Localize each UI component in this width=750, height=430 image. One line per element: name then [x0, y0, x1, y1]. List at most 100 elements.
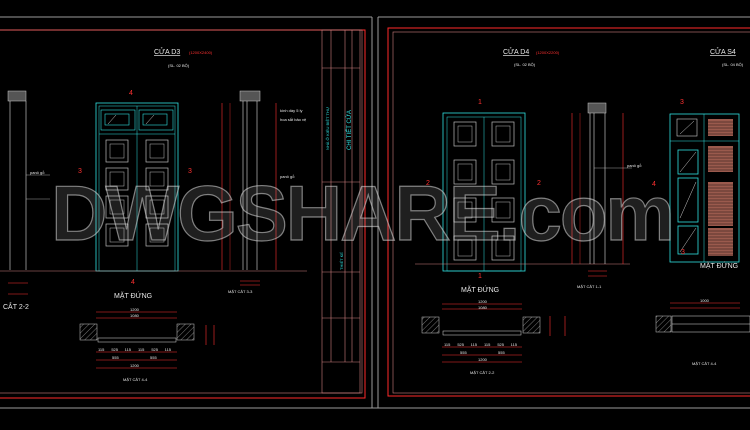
section-2-2-label: CẮT 2-2 [3, 302, 29, 311]
d3-note-glass: kính dày 5 ly [280, 108, 302, 113]
plan-22-dim-total: 1200 [478, 357, 488, 362]
window-s4-louvers [708, 119, 733, 256]
door-panel [105, 167, 129, 191]
door-panel-inner [495, 125, 511, 143]
door-d3-panels [105, 139, 169, 247]
d3-marker-bottom: 4 [131, 279, 135, 286]
door-panel [453, 197, 477, 223]
door-panel [105, 195, 129, 219]
plan-44-dim-half-1: 555 [112, 355, 119, 360]
dimension-value: 115 [98, 347, 105, 352]
section-4-4-label: MẶT CẮT 4-4 [123, 377, 148, 382]
door-d4-title: CỬA D4 [503, 47, 529, 56]
d3-marker-left: 3 [78, 168, 82, 175]
door-panel-inner [495, 163, 511, 181]
s4-marker-left: 4 [652, 181, 656, 188]
s4-marker-bottom: 3 [681, 249, 685, 256]
door-panel-inner [109, 199, 125, 215]
plan-22-dim-inner: 1080 [478, 305, 488, 310]
door-panel [453, 159, 477, 185]
door-d3-quantity: (SL. 02 BỘ) [168, 63, 190, 68]
dimension-value: 115 [471, 342, 478, 347]
door-panel [453, 121, 477, 147]
door-panel-inner [457, 239, 473, 257]
plan-2-2-drawing [421, 303, 566, 363]
door-panel [491, 197, 515, 223]
dimension-value: 115 [511, 342, 518, 347]
dimension-value: 115 [138, 347, 145, 352]
title-block [321, 29, 361, 394]
door-panel [453, 235, 477, 261]
plan-4-4-drawing [79, 311, 215, 369]
watermark-logo: DWGSHARE.com [51, 169, 673, 257]
d3-note-grille: hoa sắt bảo vệ [280, 117, 307, 122]
door-panel [491, 159, 515, 185]
door-d4-quantity: (SL. 02 BỘ) [514, 62, 536, 67]
section-3-3-drawing [221, 90, 277, 286]
dimension-value: 525 [151, 347, 158, 352]
d4-marker-right: 2 [537, 180, 541, 187]
door-panel [105, 139, 129, 163]
door-panel [145, 223, 169, 247]
door-panel-inner [149, 171, 165, 187]
door-d4-panels [453, 121, 515, 261]
s4-plan-dim-overall: 1000 [700, 298, 710, 303]
louver-block [708, 119, 733, 136]
door-d4-size: (1200X2200) [536, 50, 560, 55]
door-panel-inner [109, 171, 125, 187]
plan-44-dim-inner: 1080 [130, 313, 140, 318]
door-d3-size: (1200X2400) [189, 50, 213, 55]
door-panel-inner [109, 227, 125, 243]
door-d3-title: CỬA D3 [154, 47, 180, 56]
window-s4-title: CỬA S4 [710, 47, 736, 56]
door-panel-inner [149, 143, 165, 159]
title-block-design: THIẾT KẾ [339, 252, 344, 270]
d4-note-panel: panô gỗ [627, 163, 642, 168]
section-2-2-label-right: MẶT CẮT 2-2 [470, 370, 495, 375]
door-panel [145, 167, 169, 191]
louver-block [708, 182, 733, 226]
dimension-value: 115 [165, 347, 172, 352]
door-panel-inner [457, 125, 473, 143]
d3-marker-right: 3 [188, 168, 192, 175]
dimension-value: 115 [484, 342, 491, 347]
s4-section-label: MẶT CẮT 4-4 [692, 361, 717, 366]
louver-block [708, 146, 733, 172]
plan-22-dim-overall: 1200 [478, 299, 488, 304]
d3-note-panel: panô gỗ [280, 174, 295, 179]
door-panel-inner [495, 201, 511, 219]
window-s4-quantity: (SL. 04 BỘ) [722, 62, 744, 67]
door-panel-inner [149, 227, 165, 243]
door-panel-inner [149, 199, 165, 215]
plan-44-dim-overall: 1200 [130, 307, 140, 312]
dimension-value: 525 [457, 342, 464, 347]
left-sheet-frame [0, 16, 373, 408]
d3-marker-top: 4 [129, 90, 133, 97]
d4-marker-bottom: 1 [478, 273, 482, 280]
door-panel [105, 223, 129, 247]
section-2-2-partial [0, 90, 307, 295]
dimension-value: 525 [111, 347, 118, 352]
plan-22-dim-half-2: 555 [498, 350, 505, 355]
door-panel-inner [457, 201, 473, 219]
plan-44-bottom-dims: 115 525 115 115 525 115 [98, 347, 172, 352]
plan-44-dim-total: 1200 [130, 363, 140, 368]
d4-marker-left: 2 [426, 180, 430, 187]
door-panel-inner [109, 143, 125, 159]
d3-note-panel-2: panô gỗ [30, 170, 45, 175]
d3-elevation-label: MẶT ĐỨNG [114, 291, 152, 300]
section-3-3-label: MẶT CẮT 3-3 [228, 289, 253, 294]
plan-44-dim-half-2: 555 [150, 355, 157, 360]
dimension-value: 115 [125, 347, 132, 352]
title-block-project: NHÀ Ở KIỂU BIỆT THỰ [325, 106, 330, 150]
title-block-drawing: CHI TIẾT CỬA [346, 110, 353, 150]
door-panel-inner [457, 163, 473, 181]
d4-marker-top: 1 [478, 99, 482, 106]
dimension-value: 115 [444, 342, 451, 347]
door-panel [491, 235, 515, 261]
plan-22-dim-half-1: 555 [460, 350, 467, 355]
door-panel [491, 121, 515, 147]
d4-elevation-label: MẶT ĐỨNG [461, 285, 499, 294]
